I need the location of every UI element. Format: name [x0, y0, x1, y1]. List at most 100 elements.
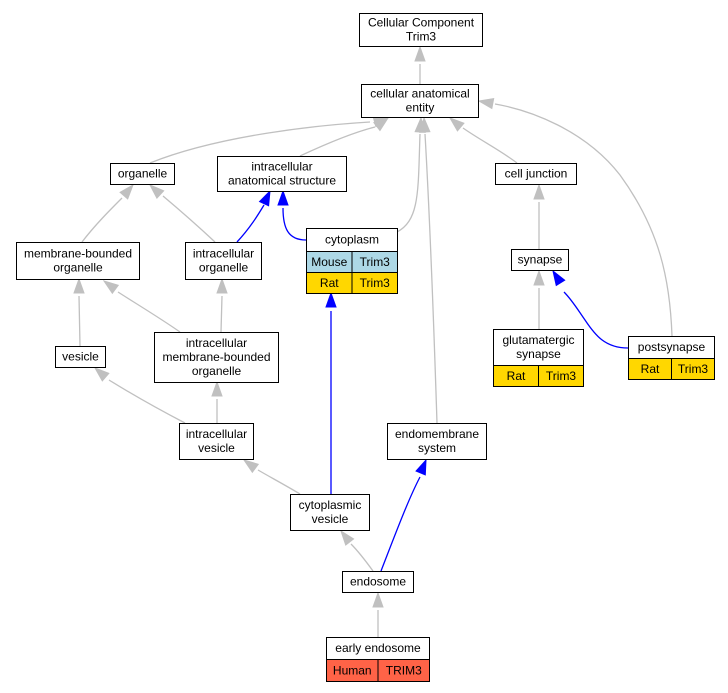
- node-box: [185, 242, 262, 280]
- node-box: [55, 346, 106, 368]
- edge-mbo-to-organelle: [81, 183, 134, 243]
- arrowhead-icon: [325, 291, 337, 308]
- edge-line: [162, 195, 216, 243]
- edge-line: [424, 133, 438, 424]
- node-label-line: glutamatergic: [502, 333, 574, 347]
- arrowhead-icon: [242, 459, 260, 474]
- edge-line: [78, 295, 81, 347]
- edge-line: [350, 543, 374, 572]
- node-label-line: intracellular: [193, 247, 254, 261]
- gene-cell: [671, 358, 715, 380]
- edge-cytoplasm-to-cae: [396, 116, 426, 233]
- species-label: Rat: [320, 276, 339, 290]
- edge-postsynapse-to-cae: [477, 98, 673, 337]
- gene-label: Trim3: [546, 369, 577, 383]
- edge-cytoplasm-to-ias: [277, 189, 307, 241]
- arrowhead-icon: [533, 269, 545, 286]
- edge-line: [149, 121, 371, 164]
- edge-ias-to-cae: [299, 117, 390, 157]
- node-box: [495, 163, 577, 185]
- arrowhead-icon: [415, 458, 427, 476]
- edge-celljunction-to-cae: [448, 117, 518, 164]
- node-box: [342, 571, 414, 593]
- edge-glut-to-synapse: [533, 269, 545, 329]
- edge-synapse-to-celljunction: [533, 183, 545, 249]
- species-label: Rat: [507, 369, 526, 383]
- node-label-line: membrane-bounded: [162, 350, 270, 364]
- node-box: [361, 84, 479, 118]
- node-label-line: intracellular: [186, 427, 247, 441]
- arrowhead-icon: [552, 269, 566, 287]
- edge-line: [396, 133, 421, 233]
- node-label-line: synapse: [518, 253, 563, 267]
- edge-line: [462, 127, 518, 164]
- arrowhead-icon: [419, 116, 431, 133]
- arrowhead-icon: [448, 117, 465, 132]
- node-endosome[interactable]: endosome: [342, 571, 414, 593]
- node-box: [217, 156, 347, 192]
- node-label-line: endosome: [350, 575, 406, 589]
- node-label-line: synapse: [516, 347, 561, 361]
- edge-endosome-to-endomembrane: [380, 458, 427, 572]
- node-label-line: cell junction: [505, 167, 568, 181]
- edge-line: [299, 126, 376, 157]
- species-label: Mouse: [311, 255, 347, 269]
- node-label-line: anatomical structure: [228, 174, 336, 188]
- node-box: [387, 423, 487, 460]
- node-label-line: organelle: [118, 167, 168, 181]
- node-celljunction[interactable]: cell junction: [495, 163, 577, 185]
- node-box: [154, 332, 279, 383]
- edge-line: [108, 379, 186, 424]
- edge-io-to-organelle: [148, 183, 216, 243]
- arrowhead-icon: [414, 45, 426, 62]
- arrowhead-icon: [148, 183, 165, 200]
- edge-line: [117, 291, 181, 333]
- gene-label: Trim3: [360, 255, 391, 269]
- node-label-line: system: [418, 441, 456, 455]
- node-label-line: Trim3: [406, 30, 437, 44]
- node-box: [359, 13, 483, 47]
- node-label-line: intracellular: [186, 336, 247, 350]
- species-label: Human: [333, 664, 372, 678]
- edge-line: [282, 207, 307, 241]
- arrowhead-icon: [373, 117, 390, 132]
- node-vesicle[interactable]: vesicle: [55, 346, 106, 368]
- arrowhead-icon: [277, 189, 289, 206]
- node-label-line: endomembrane: [395, 427, 479, 441]
- arrowhead-icon: [73, 277, 85, 294]
- node-label-line: vesicle: [312, 512, 349, 526]
- arrowhead-icon: [216, 277, 228, 294]
- edge-cv-to-cytoplasm: [325, 291, 337, 494]
- node-box: [110, 163, 175, 185]
- node-box: [179, 423, 254, 460]
- node-label-line: organelle: [53, 261, 103, 275]
- node-label-line: intracellular: [251, 160, 312, 174]
- node-box: [290, 494, 370, 531]
- node-label-line: postsynapse: [638, 340, 706, 354]
- edge-line: [81, 197, 123, 243]
- node-organelle[interactable]: organelle: [110, 163, 175, 185]
- node-label-line: vesicle: [198, 441, 235, 455]
- arrowhead-icon: [93, 367, 110, 382]
- edge-line: [563, 291, 629, 349]
- gene-label: TRIM3: [386, 664, 422, 678]
- edge-endomembrane-to-cae: [419, 116, 438, 424]
- node-synapse[interactable]: synapse: [511, 249, 569, 271]
- edge-postsynapse-to-synapse: [552, 269, 629, 349]
- species-label: Rat: [641, 362, 660, 376]
